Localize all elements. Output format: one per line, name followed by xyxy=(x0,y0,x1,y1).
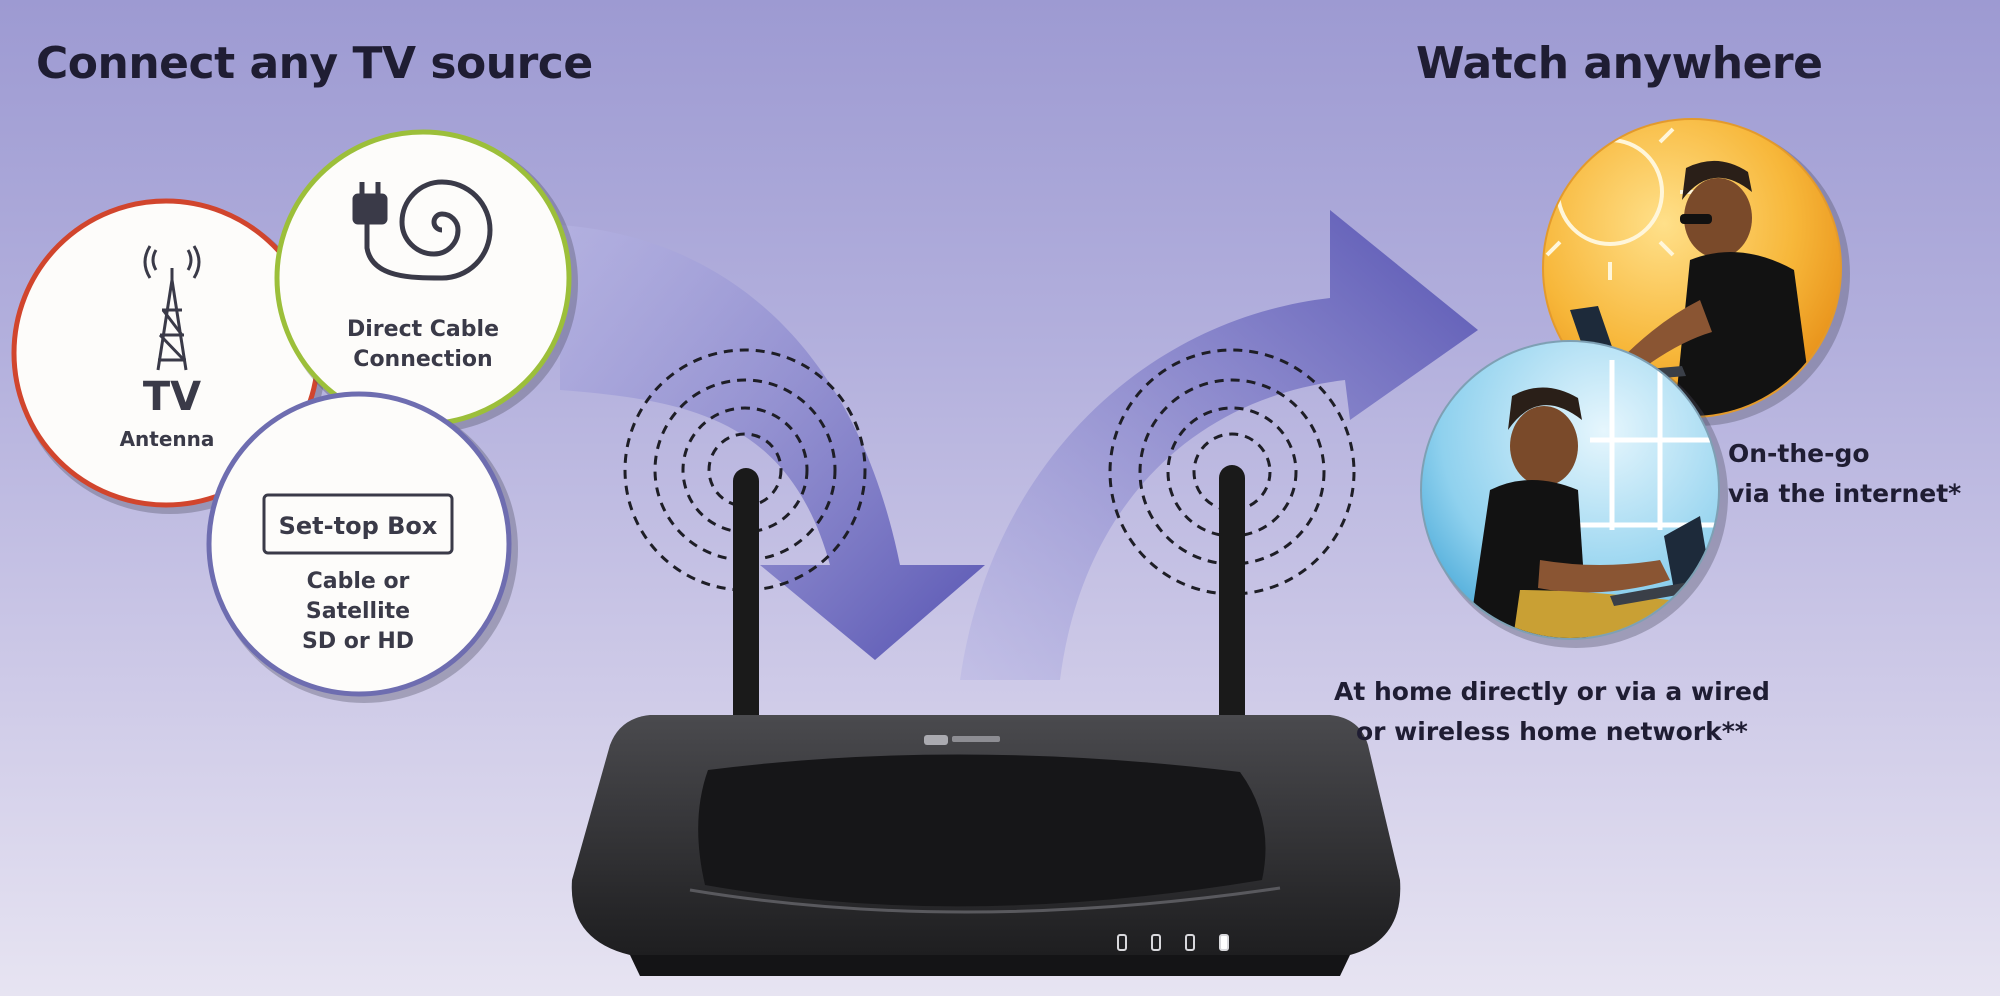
settop-box-label: Set-top Box xyxy=(279,512,438,540)
router-antenna-left xyxy=(733,468,759,730)
home-caption: At home directly or via a wired or wirel… xyxy=(1334,672,1770,752)
home-destination xyxy=(1420,340,1728,648)
tower-icon xyxy=(143,245,201,371)
router-device xyxy=(571,715,1401,976)
outgoing-arrow xyxy=(960,210,1478,680)
cable-source: Direct Cable Connection xyxy=(274,129,578,433)
onthego-caption: On-the-go via the internet* xyxy=(1728,434,1961,514)
heading-connect-source: Connect any TV source xyxy=(36,38,593,89)
person-silhouette xyxy=(1468,387,1690,638)
onthego-caption-line1: On-the-go xyxy=(1728,439,1870,468)
settop-line2: Satellite xyxy=(306,599,410,624)
heading-watch-anywhere: Watch anywhere xyxy=(1416,38,1823,89)
router-antenna-right xyxy=(1219,465,1245,730)
cable-label-line2: Connection xyxy=(353,347,492,372)
onthego-caption-line2: via the internet* xyxy=(1728,479,1962,508)
settop-source: Set-top Box Cable or Satellite SD or HD xyxy=(206,391,518,703)
person-silhouette xyxy=(1620,160,1814,416)
home-caption-line2: or wireless home network** xyxy=(1355,717,1748,746)
settop-line1: Cable or xyxy=(307,569,410,594)
home-caption-line1: At home directly or via a wired xyxy=(1334,677,1770,706)
settop-line3: SD or HD xyxy=(302,629,414,654)
router-status-lights xyxy=(1117,934,1229,951)
settop-box-icon xyxy=(262,493,454,555)
antenna-label: Antenna xyxy=(120,427,215,451)
antenna-glyph: TV xyxy=(143,374,201,420)
wireless-signal-icon xyxy=(623,348,867,592)
cable-label-line1: Direct Cable xyxy=(347,317,499,342)
cable-plug-icon xyxy=(352,179,493,281)
router-logo xyxy=(924,735,1000,745)
window-frame xyxy=(1560,360,1718,530)
incoming-arrow xyxy=(560,225,985,660)
antenna-source: TV Antenna xyxy=(11,198,326,514)
